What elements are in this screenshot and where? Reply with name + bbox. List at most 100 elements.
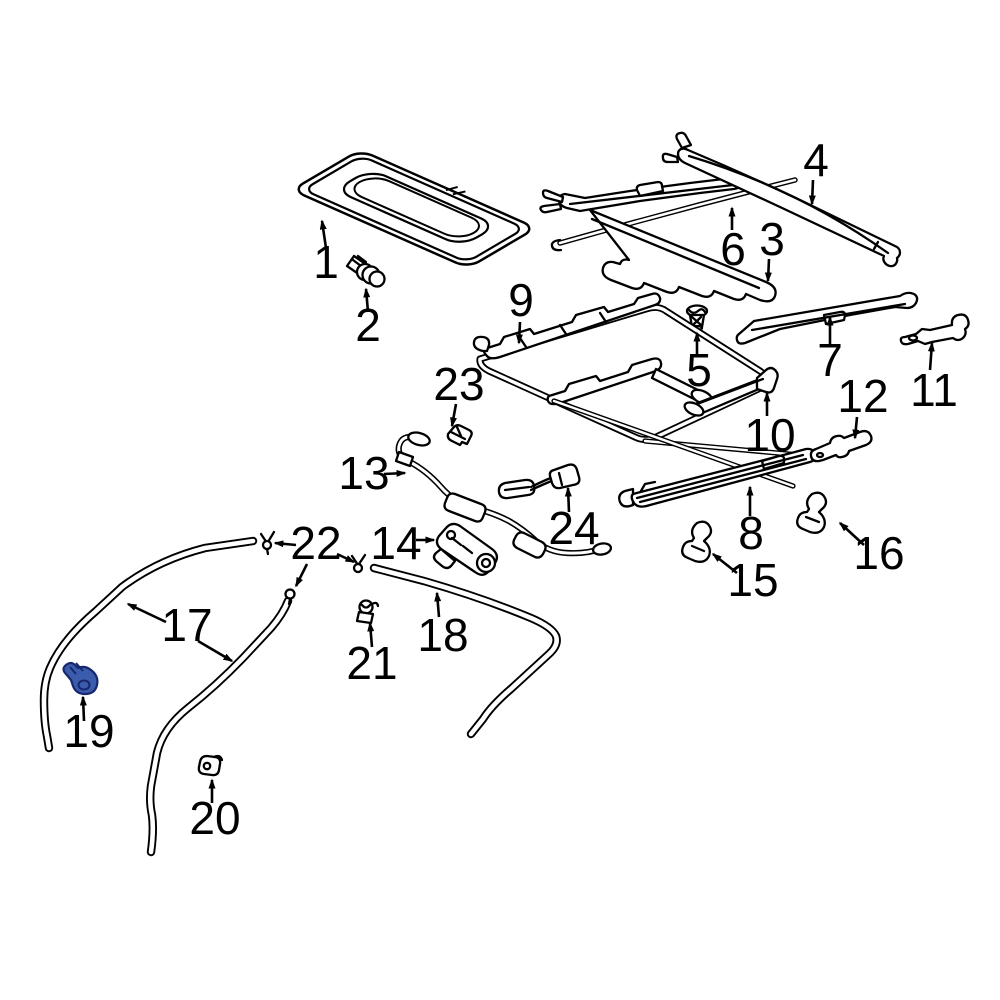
right-end-notch: [872, 240, 880, 251]
motor-detail-lines: [450, 536, 474, 555]
callout-21-label[interactable]: 21: [346, 637, 397, 689]
part-9-guide-rail-left: [472, 292, 662, 360]
callout-1-label[interactable]: 1: [313, 236, 339, 288]
part-9-guide-rail-middle: [546, 357, 714, 406]
callout-23-arrow[interactable]: [450, 403, 458, 428]
clip-detail: [449, 425, 467, 441]
callout-18-arrow[interactable]: [434, 591, 442, 618]
callout-21-arrow[interactable]: [367, 621, 375, 648]
callout-17-arrow-a[interactable]: [126, 602, 167, 624]
rail-inner-lines: [635, 453, 808, 504]
callout-16-arrow[interactable]: [838, 521, 865, 546]
callout-12-arrow[interactable]: [852, 416, 860, 440]
callout-9-arrow[interactable]: [515, 321, 523, 345]
bracket-outline: [681, 520, 713, 563]
rail-outline: [676, 147, 902, 268]
glass-opening-inner: [346, 174, 488, 241]
callout-18-label[interactable]: 18: [417, 609, 468, 661]
callout-4-label[interactable]: 4: [803, 134, 829, 186]
cable-ferrule-1: [443, 492, 487, 523]
callout-14-label[interactable]: 14: [370, 517, 421, 569]
part-4-roof-bow-rail: [661, 131, 902, 268]
left-prong-lower: [539, 202, 563, 214]
motor-gear-outer: [475, 552, 497, 574]
callout-13-label[interactable]: 13: [338, 447, 389, 499]
callout-17-arrow-b[interactable]: [197, 639, 234, 663]
callout-15-arrow[interactable]: [711, 552, 738, 575]
rail-end-hook: [472, 335, 491, 353]
callout-17-label[interactable]: 17: [161, 599, 212, 651]
callout-1-arrow[interactable]: [319, 219, 328, 249]
clip-tail: [370, 601, 380, 608]
part-10-guide-rail-right: [683, 366, 779, 417]
screw-head-disc-3: [368, 270, 386, 288]
callout-2-arrow[interactable]: [363, 287, 371, 313]
part-17-drain-hose-right: [146, 596, 293, 857]
callout-19-label[interactable]: 19: [63, 705, 114, 757]
clip-thread-ribs: [69, 662, 84, 675]
rail-left-step: [639, 480, 657, 493]
motor-gear-inner: [480, 557, 492, 569]
callout-8-label[interactable]: 8: [738, 507, 764, 559]
callout-12-label[interactable]: 12: [837, 370, 888, 422]
rail-inner-line: [590, 217, 761, 290]
callout-2-label[interactable]: 2: [355, 299, 381, 351]
callout-3-arrow[interactable]: [764, 258, 772, 283]
bracket-hole: [815, 451, 825, 459]
sensor-pad-line: [503, 485, 531, 492]
part-13-drive-cable: [394, 431, 613, 559]
cable-end-cylinder-right: [591, 542, 613, 556]
callout-11-arrow[interactable]: [927, 341, 935, 371]
left-fork-prong-a: [675, 131, 693, 150]
bracket-outline: [796, 491, 828, 534]
left-fork-prong-b: [661, 152, 680, 164]
callout-22-arrow-a[interactable]: [273, 540, 297, 548]
callout-7-label[interactable]: 7: [817, 334, 843, 386]
callout-9-label[interactable]: 9: [508, 274, 534, 326]
callout-13-arrow[interactable]: [383, 469, 407, 477]
callout-22-label[interactable]: 22: [290, 517, 341, 569]
callout-15-label[interactable]: 15: [727, 554, 778, 606]
callout-24-label[interactable]: 24: [548, 502, 599, 554]
part-15-bracket: [681, 520, 713, 563]
part-14-sunroof-motor: [432, 522, 499, 576]
rail-top-tab: [635, 180, 665, 198]
part-23-clip: [446, 424, 473, 447]
callout-3-label[interactable]: 3: [759, 213, 785, 265]
callout-19-arrow[interactable]: [79, 695, 87, 722]
clip-stem: [265, 547, 270, 556]
callout-5-label[interactable]: 5: [686, 344, 712, 396]
edge-tick-marks: [445, 185, 467, 196]
callout-4-arrow[interactable]: [808, 179, 816, 206]
part-19-highlighted-clip[interactable]: [62, 661, 99, 696]
part-22-hose-clip-c: [284, 588, 296, 606]
clip-ring: [352, 562, 364, 574]
rail-left-cap: [618, 487, 635, 508]
callout-24-arrow[interactable]: [564, 486, 572, 513]
grommet-cross: [690, 315, 703, 327]
part-24-sensor: [497, 463, 581, 500]
motor-mount-hole: [445, 529, 457, 541]
clip-body: [355, 610, 375, 625]
rail-left-hook: [550, 238, 563, 252]
part-3-front-frame-rail: [588, 208, 777, 303]
rail-mid-ridge: [687, 154, 890, 255]
callout-6-label[interactable]: 6: [720, 223, 746, 275]
sensor-connector-line: [557, 471, 564, 487]
callout-22-arrow-c[interactable]: [294, 563, 309, 588]
part-21-clip: [355, 599, 380, 625]
callout-16-label[interactable]: 16: [853, 527, 904, 579]
rail-outline: [546, 357, 663, 406]
rail-inner-line: [695, 377, 765, 406]
callout-23-label[interactable]: 23: [433, 358, 484, 410]
callout-22-arrow-b[interactable]: [336, 552, 356, 564]
callout-11-label[interactable]: 11: [910, 364, 958, 416]
callout-20-label[interactable]: 20: [189, 792, 240, 844]
callout-arrows: [79, 179, 935, 803]
part-17-drain-hose-left: [39, 536, 258, 753]
cable-ferrule-2: [512, 531, 547, 559]
part-22-hose-clip-a: [259, 530, 276, 556]
callout-10-label[interactable]: 10: [744, 409, 795, 461]
